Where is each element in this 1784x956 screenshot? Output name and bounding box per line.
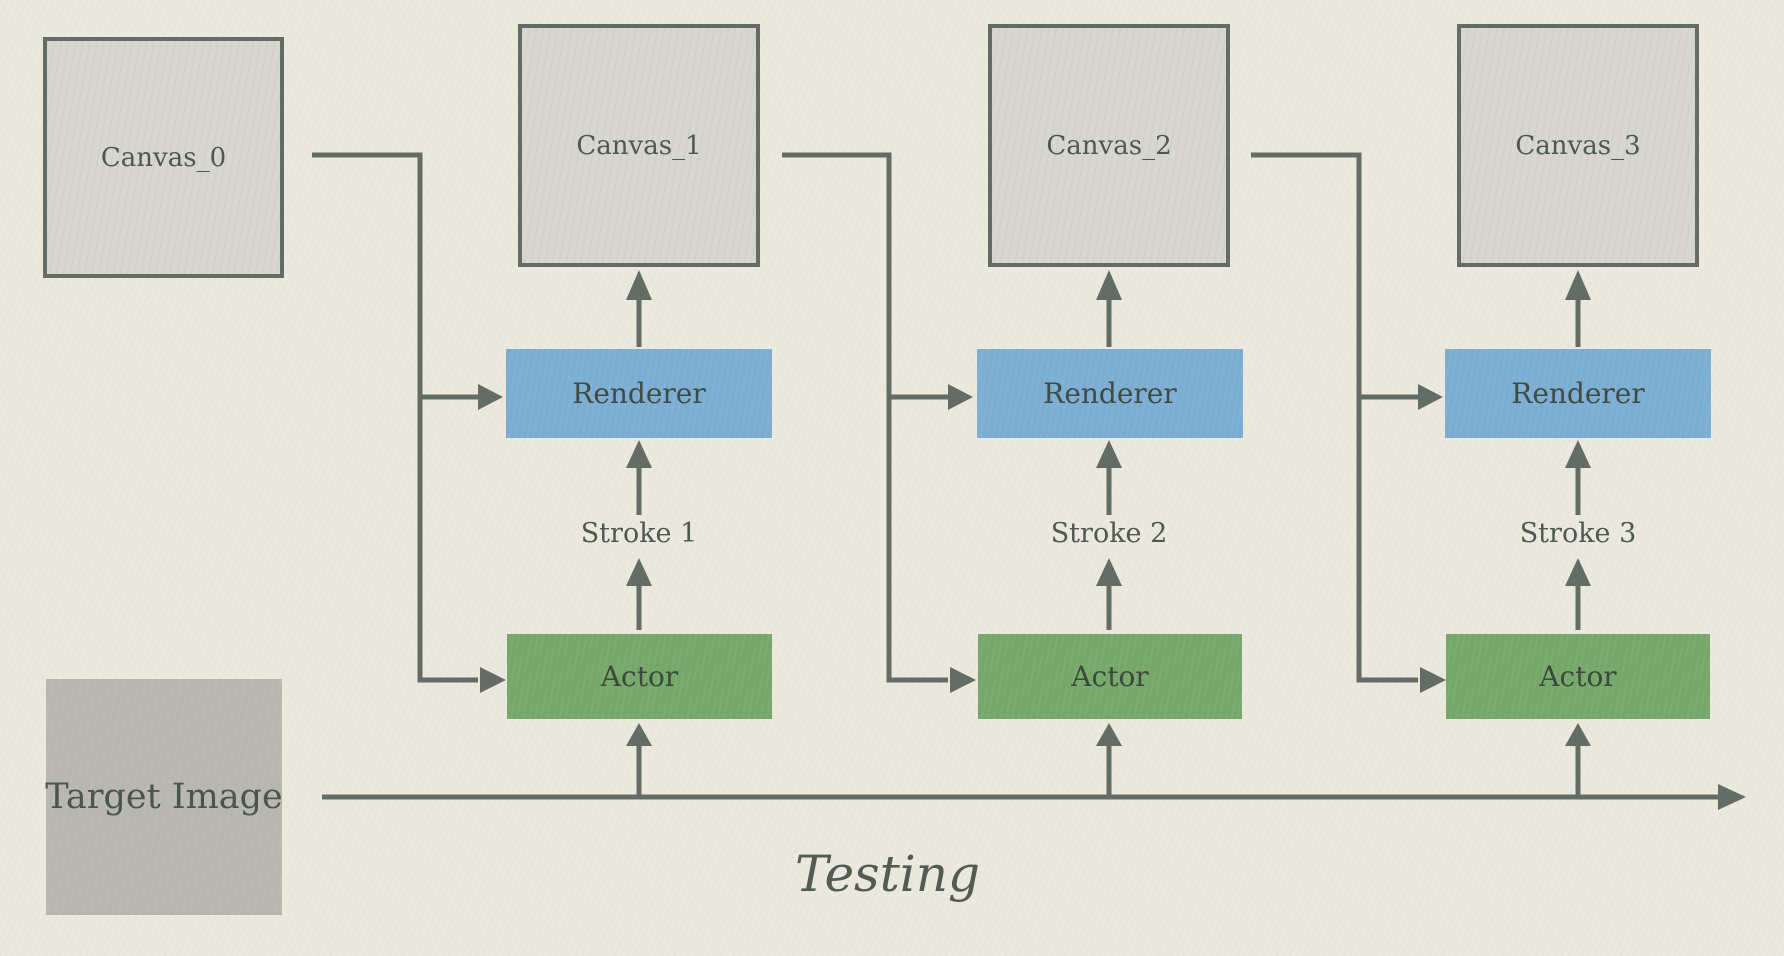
stroke-2: Stroke 2 [1029,511,1189,555]
arrowhead-renderer-2-up [1096,440,1122,468]
arrowhead-stroke-3 [1565,558,1591,586]
actor-1: Actor [507,634,772,719]
arrowhead-renderer-1 [478,384,503,410]
canvas-0-label: Canvas_0 [100,142,227,173]
renderer-3-label: Renderer [1511,377,1645,410]
stroke-3: Stroke 3 [1498,511,1658,555]
canvas-1-connector [782,152,948,683]
canvas-1-label: Canvas_1 [576,130,702,161]
arrowhead-renderer-1-up [626,440,652,468]
arrowhead-renderer-2 [948,384,973,410]
actor-2: Actor [978,634,1242,719]
canvas-2-label: Canvas_2 [1046,130,1172,161]
renderer-3: Renderer [1445,349,1711,438]
stroke-2-label: Stroke 2 [1050,517,1168,549]
canvas-3: Canvas_3 [1457,24,1699,267]
arrowhead-actor-1-up [626,723,652,746]
canvas-0-connector [312,152,478,683]
stroke-1: Stroke 1 [559,511,719,555]
arrowhead-canvas-2 [1096,270,1122,300]
actor-1-label: Actor [600,660,679,693]
canvas-3-label: Canvas_3 [1515,130,1641,161]
actor-3-label: Actor [1539,660,1617,693]
arrowhead-canvas-1 [626,270,652,300]
arrowhead-canvas-3 [1565,270,1591,300]
arrowhead-target-line-end [1718,784,1746,810]
actor-2-label: Actor [1071,660,1149,693]
renderer-1: Renderer [506,349,772,438]
arrowhead-actor-1 [480,667,506,693]
canvas-1: Canvas_1 [518,24,760,267]
renderer-1-label: Renderer [572,377,706,410]
renderer-2: Renderer [977,349,1243,438]
renderer-2-label: Renderer [1043,377,1177,410]
arrowhead-actor-2 [950,667,976,693]
stroke-1-label: Stroke 1 [580,517,698,549]
arrowhead-stroke-1 [626,558,652,586]
arrowhead-actor-3-up [1565,723,1591,746]
diagram-caption: Testing [795,845,981,903]
arrowhead-stroke-2 [1096,558,1122,586]
target-image: Target Image [45,679,283,915]
arrowhead-renderer-3 [1418,384,1443,410]
canvas-2: Canvas_2 [988,24,1230,267]
canvas-0: Canvas_0 [43,37,284,278]
arrowhead-renderer-3-up [1565,440,1591,468]
arrowhead-actor-3 [1420,667,1446,693]
canvas-2-connector [1251,152,1418,683]
stroke-3-label: Stroke 3 [1519,517,1637,549]
actor-3: Actor [1446,634,1710,719]
target-image-label: Target Image [45,777,283,817]
arrowhead-actor-2-up [1096,723,1122,746]
